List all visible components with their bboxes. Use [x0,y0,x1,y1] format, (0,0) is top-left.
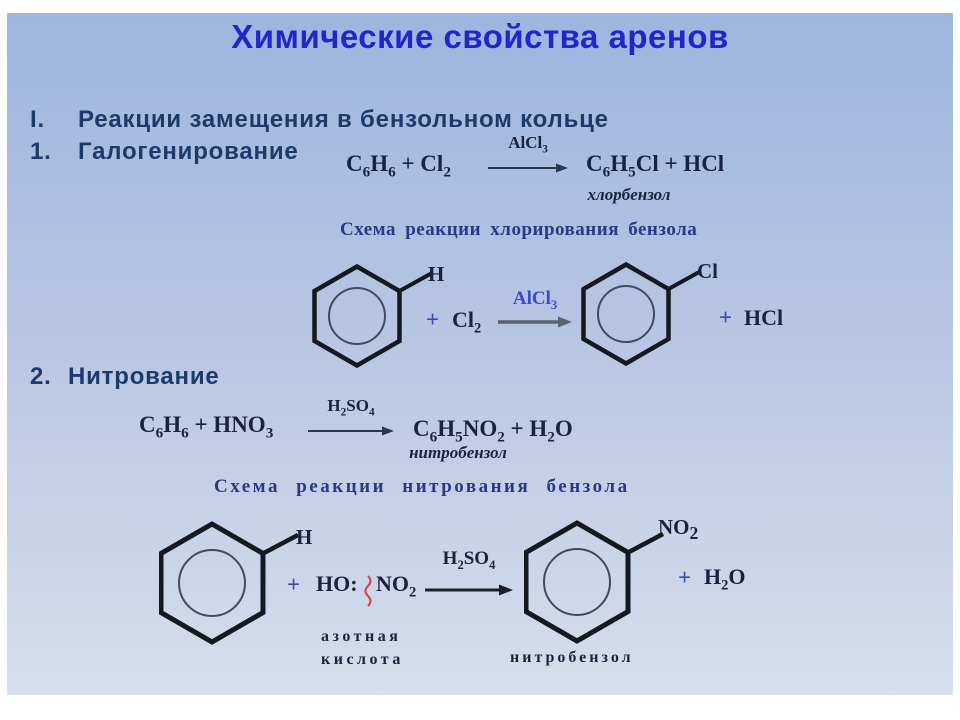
nitric-acid-name-line2: кислота [321,651,404,668]
chlorine-reagent-formula: Cl2 [452,307,482,337]
section-substitution-number: I. [30,106,45,133]
plus-sign: + [426,307,440,332]
reaction-arrow-icon [308,426,394,436]
nitrobenzene-name: нитробензол [409,443,507,462]
chlorine-substituent-label: Cl [697,259,718,283]
nitration-scheme-caption: Схема реакции нитрования бензола [214,476,630,497]
page-title: Химические свойства аренов [231,18,729,55]
hcl-byproduct-formula: HCl [744,305,784,330]
nitric-acid-no2-part: NO2 [376,571,417,601]
slide-background [7,13,953,695]
nitrobenzene-scheme-label: нитробензол [510,649,634,666]
nitration-equation-rhs: C6H5NO2 + H2O [413,416,573,446]
water-byproduct-formula: H2O [704,564,746,594]
bond-break-mark-icon [364,575,372,607]
reaction-arrow-icon [425,584,513,596]
halogenation-equation-lhs: C6H6 + Cl2 [346,151,451,181]
benzene-ring-icon [581,262,702,366]
h2so4-catalyst-label: H2SO4 [442,548,496,572]
hydrogen-substituent-label: H [296,525,313,549]
benzene-ring-icon [159,521,300,645]
benzene-ring-icon [524,520,665,644]
item-halogenation-label: Галогенирование [78,138,299,165]
nitration-equation-lhs: C6H6 + HNO3 [139,412,274,442]
nitration-catalyst-label: H2SO4 [327,396,375,419]
chlorination-scheme-caption: Схема реакции хлорирования бензола [340,219,698,240]
plus-sign: + [719,305,733,330]
item-nitration-label: Нитрование [68,363,220,390]
no2-substituent-label: NO2 [658,515,699,544]
chlorobenzene-name: хлорбензол [587,185,671,204]
nitric-acid-ho-part: HO: [316,571,358,596]
nitric-acid-name-line1: азотная [321,628,402,645]
item-halogenation-number: 1. [30,138,52,165]
plus-sign: + [678,565,692,590]
plus-sign: + [287,572,301,597]
benzene-ring-icon [312,264,433,368]
reaction-arrow-icon [488,163,568,173]
hydrogen-substituent-label: H [428,262,445,286]
halogenation-catalyst-label: AlCl3 [508,133,548,156]
halogenation-equation-rhs: C6H5Cl + HCl [586,151,725,181]
alcl3-catalyst-label: AlCl3 [512,288,558,312]
reaction-arrow-icon [498,316,572,328]
section-substitution-label: Реакции замещения в бензольном кольце [78,106,609,133]
item-nitration-number: 2. [30,363,52,390]
